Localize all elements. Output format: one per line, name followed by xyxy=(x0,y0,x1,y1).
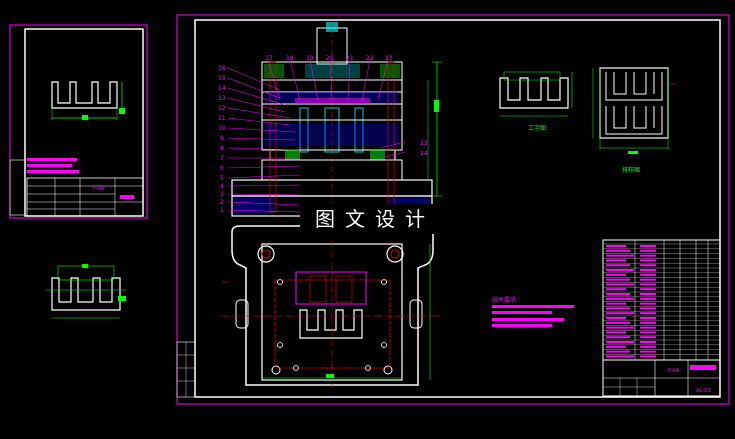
parts-list-cell xyxy=(606,273,626,276)
callout-16: 16 xyxy=(218,65,226,72)
callout-right-24: 24 xyxy=(420,150,428,157)
parts-list-cell xyxy=(606,355,634,358)
parts-list-cell xyxy=(606,326,634,329)
callout-8: 8 xyxy=(220,145,224,152)
parts-list-cell xyxy=(606,245,626,247)
callout-21: 21 xyxy=(346,55,354,62)
part-number-callouts: 16 15 14 13 12 11 10 9 8 7 6 5 4 3 2 1 xyxy=(218,65,226,214)
callout-11: 11 xyxy=(218,115,226,122)
parts-list-cell xyxy=(640,307,656,310)
callout-19: 19 xyxy=(306,55,314,62)
parts-list-cell xyxy=(640,336,656,339)
parts-list-cell xyxy=(640,297,656,300)
parts-list-cell xyxy=(640,249,656,252)
parts-list-cell xyxy=(640,293,656,295)
parts-list-cell xyxy=(606,254,634,257)
parts-list-cell xyxy=(606,317,626,319)
parts-list-cell xyxy=(640,269,656,271)
parts-list-cell xyxy=(606,278,630,281)
callout-12: 12 xyxy=(218,105,226,112)
tech-requirements: 技术要求 xyxy=(492,296,574,327)
tech-requirements-title: 技术要求 xyxy=(492,296,516,304)
parts-list-cell xyxy=(606,264,630,267)
parts-list-cell xyxy=(606,283,634,286)
parts-list-cell xyxy=(640,312,656,315)
parts-list-cell xyxy=(606,249,630,252)
sheet-code: A1-01 xyxy=(696,388,711,394)
stray-part-view[interactable] xyxy=(46,264,126,319)
callout-13: 13 xyxy=(218,95,226,102)
main-sheet-border xyxy=(176,14,730,405)
callout-14: 14 xyxy=(218,85,226,92)
top-callouts: 17 18 19 20 21 22 23 xyxy=(265,55,393,62)
parts-list-cell xyxy=(606,321,630,324)
parts-list-cell xyxy=(640,245,656,247)
parts-list-cell xyxy=(606,269,634,271)
watermark-text: 图文设计 xyxy=(300,204,450,234)
callout-9: 9 xyxy=(220,135,224,142)
callout-6: 6 xyxy=(220,165,224,172)
right-callouts: 23 24 xyxy=(420,140,428,157)
parts-list-cell xyxy=(640,331,656,334)
die-section-view[interactable]: 16 15 14 13 12 11 10 9 8 7 6 5 4 3 2 1 xyxy=(218,22,442,217)
layout-view-label: 排样图 xyxy=(622,166,640,174)
parts-list-cell xyxy=(640,283,656,286)
parts-list-cell xyxy=(606,350,630,353)
callout-7: 7 xyxy=(220,155,224,162)
parts-list-cell xyxy=(640,278,656,281)
parts-list-cell xyxy=(640,302,656,305)
parts-list-cell xyxy=(606,293,630,295)
parts-list-cell xyxy=(640,264,656,267)
parts-list-cell xyxy=(640,321,656,324)
callout-22: 22 xyxy=(366,55,374,62)
parts-list-cell xyxy=(640,288,656,291)
small-sheet-part[interactable]: P-04 xyxy=(9,24,148,219)
callout-17: 17 xyxy=(265,55,273,62)
parts-list-cell xyxy=(606,336,630,339)
main-drawing-frame xyxy=(194,19,721,398)
parts-list-cell xyxy=(606,331,626,334)
parts-list-cell xyxy=(640,317,656,319)
callout-right-23: 23 xyxy=(420,140,428,147)
callout-2: 2 xyxy=(220,199,224,206)
parts-list-cell xyxy=(606,259,626,262)
parts-list-cell xyxy=(640,273,656,276)
callout-20: 20 xyxy=(326,55,334,62)
parts-list-cell xyxy=(640,355,656,358)
parts-list-cell xyxy=(606,341,634,343)
parts-list-table[interactable]: P-04 A1-01 xyxy=(602,239,721,397)
parts-list-cell xyxy=(640,254,656,257)
parts-list-cell xyxy=(640,341,656,343)
strip-layout-view[interactable]: 排样图 xyxy=(592,67,676,174)
callout-1: 1 xyxy=(220,207,224,214)
callout-18: 18 xyxy=(286,55,294,62)
callout-15: 15 xyxy=(218,75,226,82)
small-drawing-number: P-04 xyxy=(93,186,104,192)
part-view-label: 工字图 xyxy=(528,124,546,132)
main-drawing-number: P-04 xyxy=(668,368,679,374)
parts-list-cell xyxy=(606,288,626,291)
callout-4: 4 xyxy=(220,183,224,190)
parts-list-cell xyxy=(606,345,626,348)
parts-list-cell xyxy=(640,350,656,353)
callout-10: 10 xyxy=(218,125,226,132)
callout-3: 3 xyxy=(220,191,224,198)
parts-list-cell xyxy=(640,345,656,348)
parts-list-cell xyxy=(640,259,656,262)
parts-list-cell xyxy=(606,307,630,310)
die-plan-view[interactable] xyxy=(220,225,440,388)
callout-5: 5 xyxy=(220,175,224,182)
callout-23: 23 xyxy=(385,55,393,62)
parts-list-cell xyxy=(606,297,634,300)
parts-list-cell xyxy=(640,326,656,329)
parts-list-cell xyxy=(606,302,626,305)
part-drawing-view[interactable]: 工字图 xyxy=(499,71,573,132)
parts-list-cell xyxy=(606,312,634,315)
